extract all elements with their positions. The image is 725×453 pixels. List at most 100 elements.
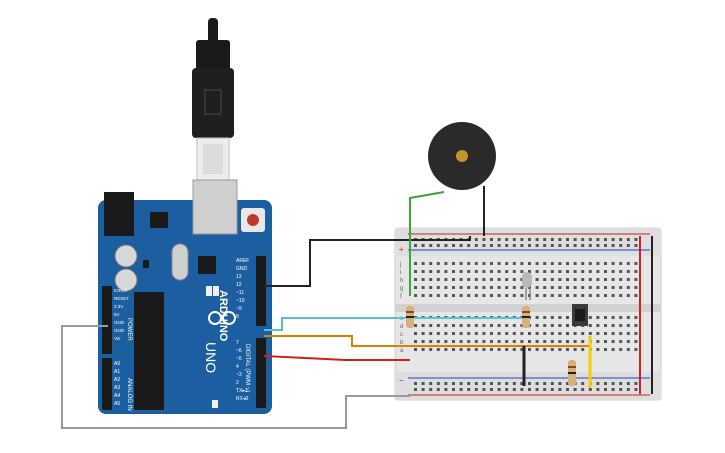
breadboard-hole[interactable] xyxy=(596,244,600,247)
breadboard-hole[interactable] xyxy=(626,238,630,241)
breadboard-hole[interactable] xyxy=(467,382,471,385)
breadboard-hole[interactable] xyxy=(490,340,493,343)
breadboard-hole[interactable] xyxy=(444,286,448,289)
breadboard-hole[interactable] xyxy=(497,238,501,241)
breadboard-hole[interactable] xyxy=(414,332,417,335)
breadboard-hole[interactable] xyxy=(581,294,585,297)
breadboard-hole[interactable] xyxy=(611,388,615,391)
breadboard-hole[interactable] xyxy=(535,244,539,247)
breadboard-hole[interactable] xyxy=(444,348,448,351)
breadboard-hole[interactable] xyxy=(581,388,585,391)
breadboard-hole[interactable] xyxy=(459,270,463,273)
breadboard-hole[interactable] xyxy=(566,340,569,343)
breadboard-hole[interactable] xyxy=(550,382,554,385)
led-component[interactable] xyxy=(522,272,532,300)
breadboard-hole[interactable] xyxy=(528,244,531,247)
breadboard-hole[interactable] xyxy=(520,286,524,289)
breadboard-hole[interactable] xyxy=(467,294,471,297)
breadboard-hole[interactable] xyxy=(414,382,417,385)
breadboard-hole[interactable] xyxy=(444,270,448,273)
breadboard-hole[interactable] xyxy=(573,348,577,351)
breadboard-hole[interactable] xyxy=(429,262,433,265)
breadboard-hole[interactable] xyxy=(482,244,486,247)
breadboard-hole[interactable] xyxy=(505,332,509,335)
breadboard-hole[interactable] xyxy=(596,294,600,297)
breadboard-hole[interactable] xyxy=(634,286,638,289)
breadboard-hole[interactable] xyxy=(619,340,623,343)
breadboard-hole[interactable] xyxy=(573,244,577,247)
breadboard-hole[interactable] xyxy=(505,294,509,297)
breadboard-hole[interactable] xyxy=(459,262,463,265)
breadboard-hole[interactable] xyxy=(611,286,615,289)
breadboard-hole[interactable] xyxy=(588,324,592,327)
breadboard-hole[interactable] xyxy=(490,348,493,351)
breadboard-hole[interactable] xyxy=(634,262,638,265)
breadboard-hole[interactable] xyxy=(550,262,554,265)
breadboard-hole[interactable] xyxy=(604,270,607,273)
wires[interactable] xyxy=(61,186,653,429)
breadboard-hole[interactable] xyxy=(505,388,509,391)
breadboard-hole[interactable] xyxy=(452,294,455,297)
breadboard-hole[interactable] xyxy=(421,278,425,281)
breadboard-hole[interactable] xyxy=(596,388,600,391)
breadboard-hole[interactable] xyxy=(596,340,600,343)
breadboard-hole[interactable] xyxy=(573,270,577,273)
breadboard-hole[interactable] xyxy=(626,382,630,385)
breadboard-hole[interactable] xyxy=(588,270,592,273)
power-header[interactable] xyxy=(102,286,112,354)
breadboard-hole[interactable] xyxy=(459,244,463,247)
breadboard-hole[interactable] xyxy=(528,238,531,241)
breadboard-hole[interactable] xyxy=(604,340,607,343)
breadboard-hole[interactable] xyxy=(581,332,585,335)
breadboard-hole[interactable] xyxy=(452,332,455,335)
breadboard-hole[interactable] xyxy=(550,286,554,289)
breadboard-hole[interactable] xyxy=(573,388,577,391)
push-button[interactable] xyxy=(572,304,588,326)
breadboard-hole[interactable] xyxy=(482,270,486,273)
wire-gray-5v[interactable] xyxy=(61,325,410,429)
breadboard-hole[interactable] xyxy=(619,388,623,391)
breadboard-hole[interactable] xyxy=(414,244,417,247)
breadboard-hole[interactable] xyxy=(421,324,425,327)
breadboard-hole[interactable] xyxy=(490,332,493,335)
breadboard-hole[interactable] xyxy=(626,294,630,297)
breadboard-hole[interactable] xyxy=(482,278,486,281)
breadboard-hole[interactable] xyxy=(490,262,493,265)
breadboard-hole[interactable] xyxy=(459,278,463,281)
breadboard-hole[interactable] xyxy=(619,324,623,327)
breadboard-hole[interactable] xyxy=(436,348,440,351)
breadboard-hole[interactable] xyxy=(444,294,448,297)
breadboard-hole[interactable] xyxy=(505,278,509,281)
breadboard-hole[interactable] xyxy=(634,270,638,273)
breadboard-hole[interactable] xyxy=(581,348,585,351)
breadboard-hole[interactable] xyxy=(421,340,425,343)
breadboard-hole[interactable] xyxy=(566,348,569,351)
breadboard-hole[interactable] xyxy=(573,278,577,281)
breadboard-hole[interactable] xyxy=(596,278,600,281)
breadboard-hole[interactable] xyxy=(474,270,478,273)
breadboard-hole[interactable] xyxy=(588,316,592,319)
breadboard-hole[interactable] xyxy=(512,348,516,351)
breadboard-hole[interactable] xyxy=(535,382,539,385)
breadboard-hole[interactable] xyxy=(452,382,455,385)
breadboard-hole[interactable] xyxy=(528,270,531,273)
breadboard-hole[interactable] xyxy=(452,278,455,281)
breadboard-hole[interactable] xyxy=(581,340,585,343)
breadboard-hole[interactable] xyxy=(558,270,562,273)
breadboard-hole[interactable] xyxy=(497,340,501,343)
wire-red-pin6[interactable] xyxy=(263,355,410,361)
breadboard-hole[interactable] xyxy=(535,348,539,351)
breadboard-hole[interactable] xyxy=(596,238,600,241)
breadboard-hole[interactable] xyxy=(634,340,638,343)
breadboard-hole[interactable] xyxy=(414,324,417,327)
breadboard-hole[interactable] xyxy=(604,348,607,351)
breadboard-hole[interactable] xyxy=(474,388,478,391)
breadboard-hole[interactable] xyxy=(581,238,585,241)
breadboard-hole[interactable] xyxy=(604,262,607,265)
breadboard-hole[interactable] xyxy=(619,316,623,319)
breadboard-hole[interactable] xyxy=(490,244,493,247)
breadboard-hole[interactable] xyxy=(421,286,425,289)
breadboard-hole[interactable] xyxy=(626,332,630,335)
analog-header[interactable] xyxy=(102,358,112,410)
